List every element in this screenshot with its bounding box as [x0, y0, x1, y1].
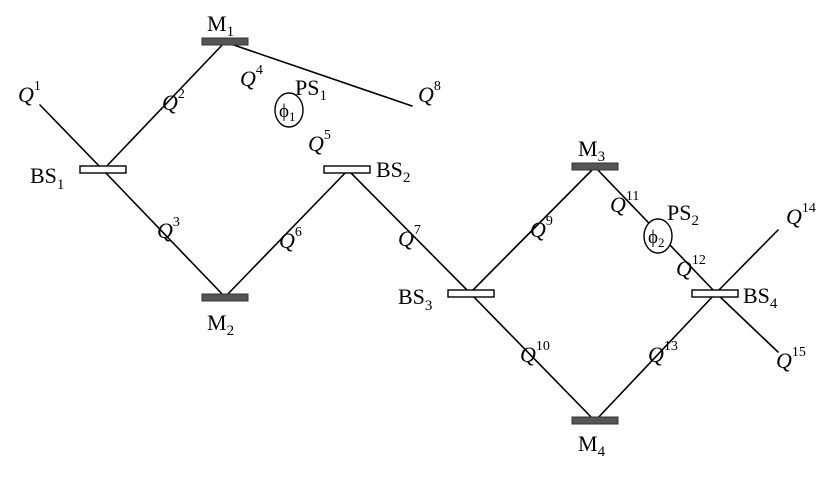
mode-label-q2: Q2: [162, 87, 185, 115]
beam-paths: [39, 41, 779, 422]
beam-q1: [39, 104, 104, 171]
beam-q6-q7: [224, 169, 349, 298]
mirror-m3: [571, 162, 619, 171]
label-phi2: ϕ2: [648, 227, 665, 250]
mode-label-q7: Q7: [398, 223, 421, 251]
beam-q4-q5-q8: [224, 41, 413, 107]
beam-q2-q4: [102, 41, 226, 171]
beam-q13: [594, 292, 717, 422]
mode-label-q11: Q11: [610, 189, 639, 217]
beam-q9-q11: [469, 166, 596, 294]
label-phi1: ϕ1: [279, 101, 296, 124]
beam-q7-bs3: [347, 169, 471, 294]
mode-label-q3: Q3: [157, 215, 180, 243]
mirror-m2: [201, 293, 249, 302]
label-bs3: BS3: [398, 284, 432, 314]
phase-shifter-ps2: [643, 218, 673, 254]
mode-label-q6: Q6: [279, 225, 302, 253]
label-bs1: BS1: [30, 163, 64, 193]
mirror-m1: [201, 37, 249, 46]
beam-splitter-bs1: [79, 165, 127, 174]
mode-label-q4: Q4: [240, 63, 263, 91]
beam-q3-q6: [102, 169, 226, 298]
phase-shifter-ps1: [274, 92, 304, 128]
label-ps1: PS1: [295, 75, 327, 104]
label-m4: M4: [578, 431, 606, 460]
mode-label-q13: Q13: [648, 339, 678, 367]
beam-q10: [469, 292, 596, 422]
beam-splitter-bs3: [447, 289, 495, 298]
mode-label-q9: Q9: [530, 214, 553, 242]
mode-label-q12: Q12: [676, 253, 706, 281]
mode-label-q1: Q1: [18, 79, 41, 107]
mirror-m4: [571, 416, 619, 425]
label-m2: M2: [207, 310, 234, 339]
label-m3: M3: [578, 136, 605, 165]
beam-splitter-bs4: [691, 289, 739, 298]
mode-label-q14: Q14: [786, 201, 816, 229]
beam-q15: [715, 292, 779, 353]
beam-q14: [715, 229, 779, 294]
beam-splitter-bs2: [323, 165, 371, 174]
label-bs4: BS4: [743, 283, 778, 312]
mode-label-q8: Q8: [418, 79, 441, 107]
mode-label-q10: Q10: [520, 339, 550, 367]
mode-label-q15: Q15: [776, 345, 806, 373]
label-m1: M1: [207, 11, 234, 40]
label-ps2: PS2: [667, 200, 699, 229]
mode-label-q5: Q5: [308, 128, 331, 156]
label-bs2: BS2: [376, 157, 410, 186]
